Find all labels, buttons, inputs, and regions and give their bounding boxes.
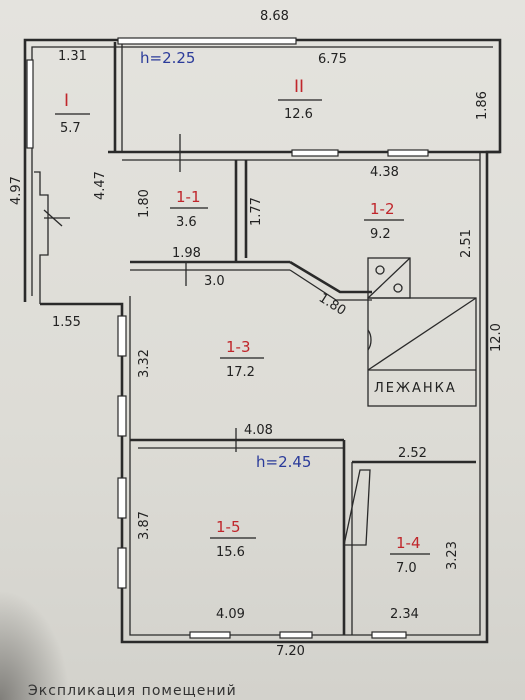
- room-area: 17.2: [226, 365, 255, 380]
- room-area: 3.6: [176, 215, 197, 230]
- annex-wall: [34, 171, 49, 304]
- room-1-4: 1-4 7.0: [390, 534, 430, 576]
- dim-r11-left: 1.80: [137, 189, 152, 218]
- room-1-1: 1-1 3.6: [170, 188, 208, 230]
- dim-r15-bottom: 4.09: [216, 607, 245, 622]
- room-label: 1-4: [396, 534, 421, 552]
- dim-annex-left: 4.97: [9, 176, 24, 205]
- dim-room2-right: 1.86: [475, 91, 490, 120]
- dim-r14-bottom: 2.34: [390, 607, 419, 622]
- dim-annex-inner: 4.47: [93, 171, 108, 200]
- room-1-2: 1-2 9.2: [364, 200, 404, 242]
- dim-r12-right: 2.51: [459, 229, 474, 258]
- dim-r13-top: 3.0: [204, 274, 225, 289]
- wall-diagonal: [289, 260, 372, 294]
- stove-burner-2: [393, 283, 403, 293]
- room-label: 1-1: [176, 188, 201, 206]
- dim-r11-bottom: 1.98: [172, 246, 201, 261]
- room-area: 9.2: [370, 227, 391, 242]
- stove-opening: [367, 329, 372, 351]
- footer-caption: Экспликация помещений: [28, 683, 237, 699]
- stove-burner: [375, 265, 385, 275]
- dim-right-total: 12.0: [489, 323, 504, 352]
- dim-r12-left: 1.77: [249, 197, 264, 226]
- dim-r15-left: 3.87: [137, 511, 152, 540]
- windows: [26, 37, 429, 639]
- room-label: 1-5: [216, 518, 241, 536]
- dim-annex-top: 1.31: [58, 49, 87, 64]
- wall-diagonal-2: [289, 269, 372, 301]
- stove-label: ЛЕЖАНКА: [374, 381, 457, 396]
- dim-r14-right: 3.23: [445, 541, 460, 570]
- dim-diagonal: 1.80: [316, 291, 349, 319]
- room-area: 12.6: [284, 107, 313, 122]
- dim-room2-top: 6.75: [318, 52, 347, 67]
- room-II: II 12.6: [278, 77, 322, 122]
- dim-annex-bottom: 1.55: [52, 315, 81, 330]
- height-lower: h=2.45: [256, 453, 311, 471]
- wall-outer-inner: [31, 46, 493, 296]
- room-label: II: [294, 77, 304, 97]
- stove-top-diag: [367, 257, 411, 299]
- wall-ticks: [43, 134, 237, 452]
- dim-bottom-total: 7.20: [276, 644, 305, 659]
- room-label: 1-3: [226, 338, 251, 356]
- dim-r12-top: 4.38: [370, 165, 399, 180]
- room-label: I: [64, 91, 69, 111]
- room-1-3: 1-3 17.2: [220, 338, 264, 380]
- room-I: I 5.7: [55, 91, 90, 136]
- dim-r15-top: 4.08: [244, 423, 273, 438]
- height-upper: h=2.25: [140, 49, 195, 67]
- room-area: 5.7: [60, 121, 81, 136]
- room-area: 15.6: [216, 545, 245, 560]
- dim-r13-left: 3.32: [137, 349, 152, 378]
- stove-body: [367, 297, 477, 407]
- room-1-5: 1-5 15.6: [210, 518, 256, 560]
- dim-r14-top: 2.52: [398, 446, 427, 461]
- room-label: 1-2: [370, 200, 395, 218]
- room-area: 7.0: [396, 561, 417, 576]
- stove-diag: [367, 297, 477, 371]
- dim-top-total: 8.68: [260, 9, 289, 24]
- door-leaf: [343, 469, 371, 546]
